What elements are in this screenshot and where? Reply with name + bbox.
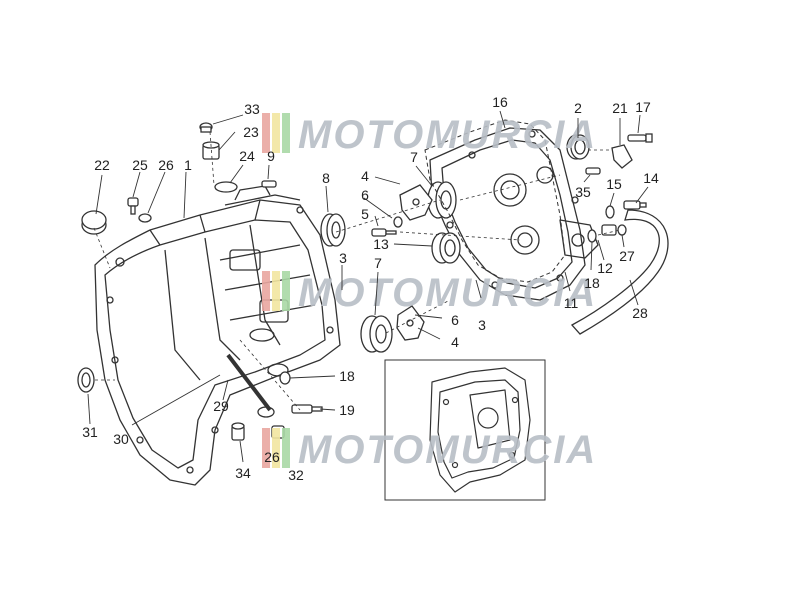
callout-17: 17 — [635, 99, 651, 115]
rod-30 — [226, 353, 272, 412]
callout-13: 13 — [373, 236, 389, 252]
callout-7-upper: 7 — [410, 149, 418, 165]
cover-gasket — [424, 119, 566, 283]
bracket-4-upper — [399, 184, 433, 221]
callout-25: 25 — [132, 157, 148, 173]
washer-29 — [257, 406, 275, 418]
bolt-14 — [623, 200, 647, 210]
bearings-and-seals — [77, 122, 669, 441]
callout-33: 33 — [244, 101, 260, 117]
callout-9: 9 — [267, 148, 275, 164]
assembly-lines — [93, 131, 621, 411]
gearbox-housing — [94, 185, 341, 486]
callout-30: 30 — [113, 431, 129, 447]
callout-34: 34 — [235, 465, 251, 481]
watermark-2: MOTOMURCIA — [262, 271, 597, 315]
callout-14: 14 — [643, 170, 659, 186]
watermark-1: MOTOMURCIA — [262, 113, 597, 157]
washer-33 — [199, 122, 213, 133]
bolt-25 — [127, 197, 139, 215]
callout-29: 29 — [213, 398, 229, 414]
leader-lines — [87, 110, 649, 463]
clamp-21 — [611, 144, 633, 169]
bolt-17 — [627, 133, 653, 143]
callout-2: 2 — [574, 100, 582, 116]
callout-1: 1 — [184, 157, 192, 173]
watermark-text: MOTOMURCIA — [298, 428, 597, 472]
callout-11: 11 — [564, 295, 579, 311]
callout-31: 31 — [82, 424, 98, 440]
callout-32: 32 — [288, 467, 304, 483]
callout-4-upper: 4 — [361, 168, 369, 184]
callout-23: 23 — [243, 124, 259, 140]
watermark-text: MOTOMURCIA — [298, 113, 597, 157]
callout-22: 22 — [94, 157, 110, 173]
callout-labels: 1 2 3 3 4 4 5 6 6 7 7 8 9 11 12 13 14 15… — [82, 94, 659, 483]
callout-15: 15 — [606, 176, 622, 192]
oring-27 — [617, 224, 627, 236]
plug-34 — [231, 422, 245, 441]
callout-19: 19 — [339, 402, 355, 418]
callout-28: 28 — [632, 305, 648, 321]
callout-21: 21 — [612, 100, 628, 116]
callout-8: 8 — [322, 170, 330, 186]
callout-4-lower: 4 — [451, 334, 459, 350]
seal-2 — [566, 134, 590, 160]
callout-3-right: 3 — [478, 317, 486, 333]
oring-18-right — [587, 229, 597, 243]
callout-7-lower: 7 — [374, 255, 382, 271]
callout-16: 16 — [492, 94, 508, 110]
callout-26-bottom: 26 — [264, 449, 280, 465]
washer-26-top — [138, 213, 152, 223]
callout-35: 35 — [575, 184, 591, 200]
callout-18-left: 18 — [339, 368, 355, 384]
washer-6 — [393, 216, 403, 228]
callout-3-left: 3 — [339, 250, 347, 266]
pin-9 — [261, 180, 277, 188]
seal-22 — [81, 210, 107, 235]
callout-6-upper: 6 — [361, 187, 369, 203]
oring-18-left — [279, 371, 291, 385]
callout-18-right: 18 — [584, 275, 600, 291]
bracket-4-lower — [396, 305, 425, 341]
callout-27: 27 — [619, 248, 635, 264]
callout-26-top: 26 — [158, 157, 174, 173]
callout-12: 12 — [597, 260, 613, 276]
callout-24: 24 — [239, 148, 255, 164]
watermark-text: MOTOMURCIA — [298, 271, 597, 315]
inset-detail — [384, 359, 546, 501]
washer-15 — [605, 205, 615, 219]
fitting-12 — [601, 224, 617, 236]
callout-5: 5 — [361, 206, 369, 222]
sensor-19 — [291, 404, 323, 414]
oring-24 — [214, 181, 238, 193]
callout-6-lower: 6 — [451, 312, 459, 328]
bearing-7-lower — [360, 315, 393, 353]
bearing-13 — [431, 232, 461, 264]
bolt-5 — [371, 228, 397, 237]
bolt-35 — [585, 167, 601, 175]
bearing-8 — [320, 213, 346, 247]
watermark-3: MOTOMURCIA — [262, 428, 597, 472]
seal-31 — [77, 367, 95, 393]
hose-28 — [570, 209, 669, 335]
